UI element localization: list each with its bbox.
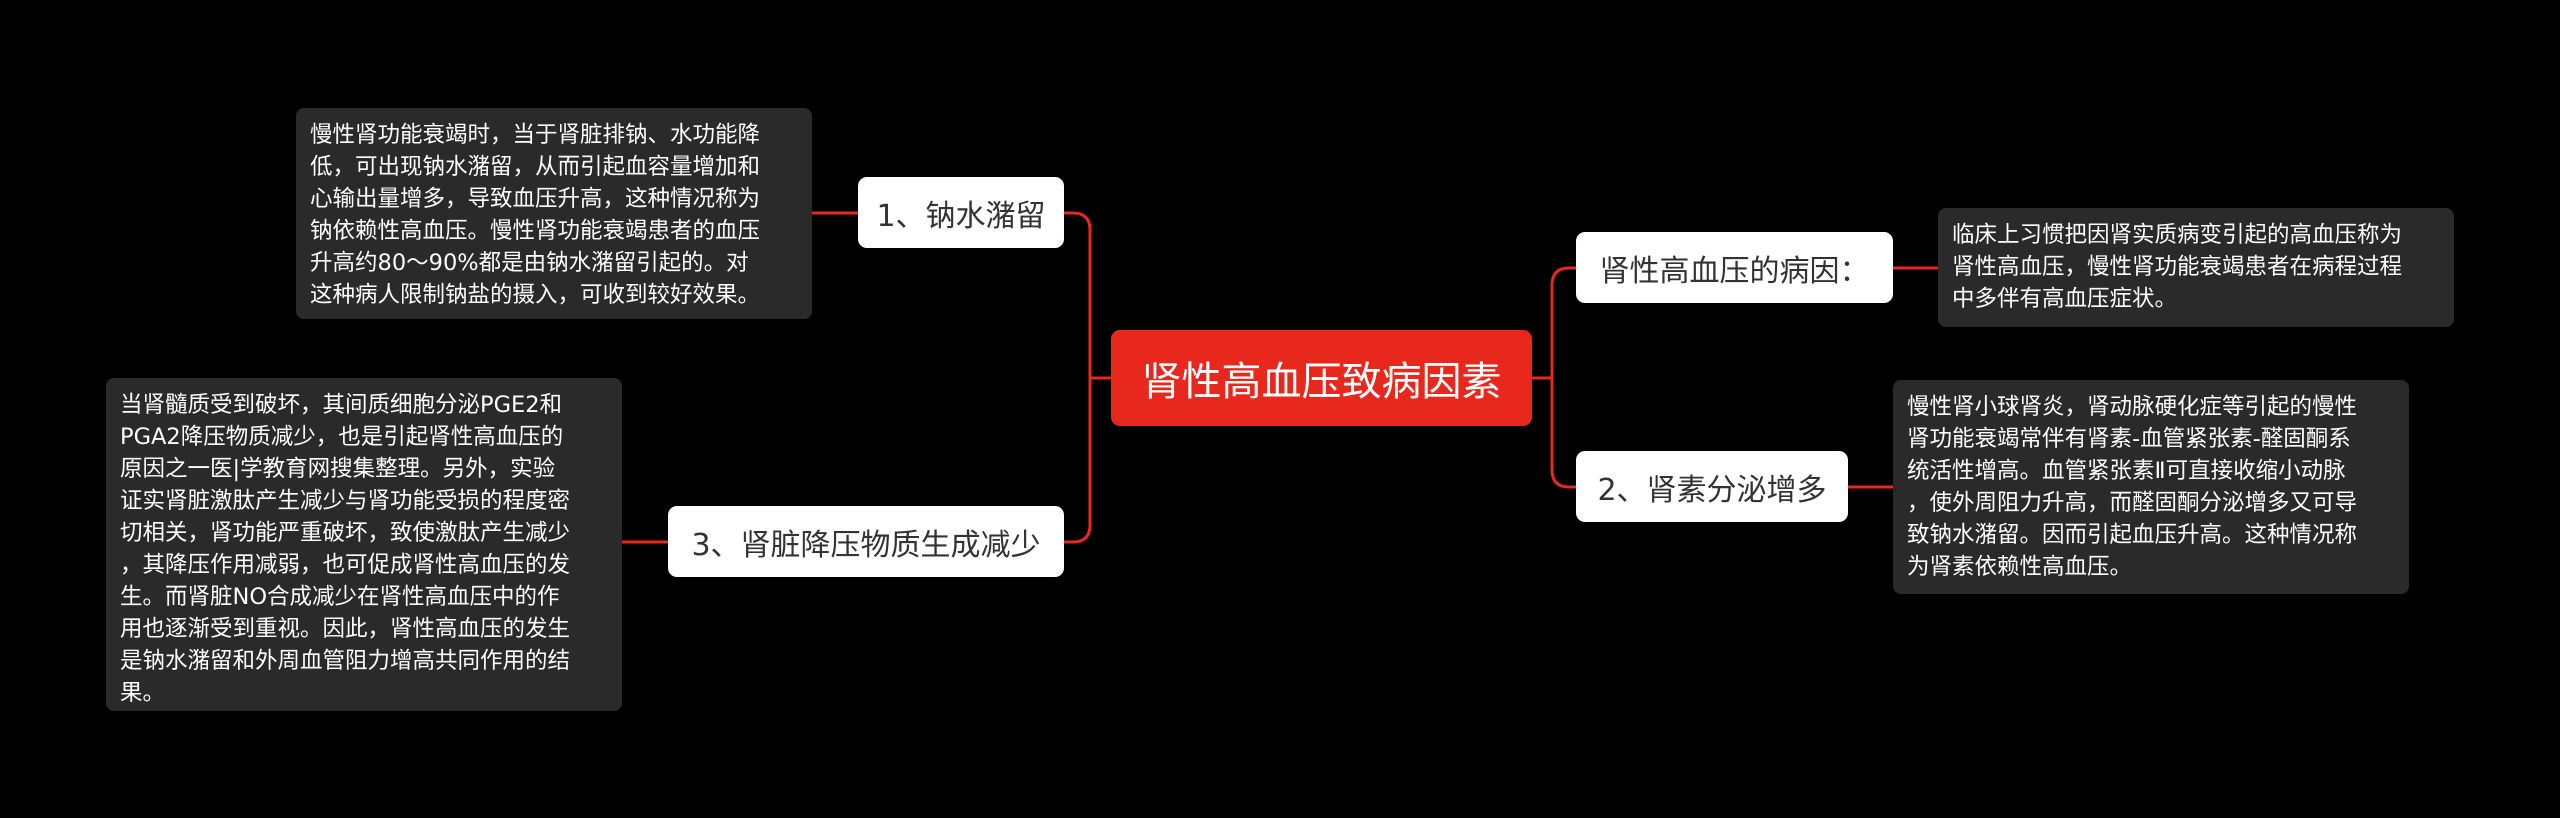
detail-line: 统活性增高。血管紧张素Ⅱ可直接收缩小动脉 <box>1907 458 2346 484</box>
branch-sodium-retention[interactable]: 1、钠水潴留 <box>858 177 1064 248</box>
connector-root-to-depressor <box>1062 376 1092 544</box>
root-node[interactable]: 肾性高血压致病因素 <box>1111 330 1532 426</box>
branch-sodium-retention-label: 1、钠水潴留 <box>876 198 1046 234</box>
detail-line: 当肾髓质受到破坏，其间质细胞分泌PGE2和 <box>120 392 563 418</box>
branch-cause-label: 肾性高血压的病因： <box>1599 253 1870 289</box>
detail-line: ，其降压作用减弱，也可促成肾性高血压的发 <box>120 552 571 578</box>
detail-line: 切相关，肾功能严重破坏，致使激肽产生减少 <box>120 520 571 546</box>
detail-line: 是钠水潴留和外周血管阻力增高共同作用的结 <box>120 648 571 674</box>
detail-line: 这种病人限制钠盐的摄入，可收到较好效果。 <box>310 282 761 308</box>
detail-line: 致钠水潴留。因而引起血压升高。这种情况称 <box>1907 522 2358 548</box>
branch-cause[interactable]: 肾性高血压的病因： <box>1576 232 1893 303</box>
detail-line: 临床上习惯把因肾实质病变引起的高血压称为 <box>1952 222 2403 248</box>
leaf-cause-detail: 临床上习惯把因肾实质病变引起的高血压称为 肾性高血压，慢性肾功能衰竭患者在病程过… <box>1938 208 2454 327</box>
branch-renin-increase-label: 2、肾素分泌增多 <box>1597 472 1827 508</box>
connector-root-to-cause <box>1550 266 1578 380</box>
detail-line: 证实肾脏激肽产生减少与肾功能受损的程度密 <box>120 488 571 514</box>
detail-line: 原因之一医|学教育网搜集整理。另外，实验 <box>120 456 556 482</box>
detail-line: 为肾素依赖性高血压。 <box>1907 554 2133 580</box>
detail-line: 慢性肾小球肾炎，肾动脉硬化症等引起的慢性 <box>1907 394 2358 420</box>
detail-line: 中多伴有高血压症状。 <box>1952 286 2178 312</box>
detail-line: 用也逐渐受到重视。因此，肾性高血压的发生 <box>120 616 571 642</box>
detail-line: PGA2降压物质减少，也是引起肾性高血压的 <box>120 424 564 450</box>
detail-line: 低，可出现钠水潴留，从而引起血容量增加和 <box>310 154 761 180</box>
detail-line: 钠依赖性高血压。慢性肾功能衰竭患者的血压 <box>310 218 761 244</box>
branch-renin-increase[interactable]: 2、肾素分泌增多 <box>1576 451 1848 522</box>
leaf-depressor-reduction-detail: 当肾髓质受到破坏，其间质细胞分泌PGE2和 PGA2降压物质减少，也是引起肾性高… <box>106 378 622 711</box>
detail-line: 生。而肾脏NO合成减少在肾性高血压中的作 <box>120 584 560 610</box>
detail-line: 肾功能衰竭常伴有肾素-血管紧张素-醛固酮系 <box>1907 426 2351 452</box>
connector-root-to-renin <box>1550 376 1578 489</box>
branch-depressor-reduction-label: 3、肾脏降压物质生成减少 <box>691 527 1041 563</box>
detail-line: 升高约80～90%都是由钠水潴留引起的。对 <box>310 250 749 276</box>
detail-line: 肾性高血压，慢性肾功能衰竭患者在病程过程 <box>1952 254 2403 280</box>
detail-line: 慢性肾功能衰竭时，当于肾脏排钠、水功能降 <box>310 122 761 148</box>
connector-root-to-sodium <box>1062 211 1092 380</box>
root-label: 肾性高血压致病因素 <box>1141 359 1502 405</box>
branch-depressor-reduction[interactable]: 3、肾脏降压物质生成减少 <box>668 506 1064 577</box>
detail-line: ，使外周阻力升高，而醛固酮分泌增多又可导 <box>1907 490 2358 516</box>
leaf-renin-increase-detail: 慢性肾小球肾炎，肾动脉硬化症等引起的慢性 肾功能衰竭常伴有肾素-血管紧张素-醛固… <box>1893 380 2409 594</box>
leaf-sodium-retention-detail: 慢性肾功能衰竭时，当于肾脏排钠、水功能降 低，可出现钠水潴留，从而引起血容量增加… <box>296 108 812 319</box>
detail-line: 果。 <box>120 680 166 706</box>
detail-line: 心输出量增多，导致血压升高，这种情况称为 <box>310 186 761 212</box>
